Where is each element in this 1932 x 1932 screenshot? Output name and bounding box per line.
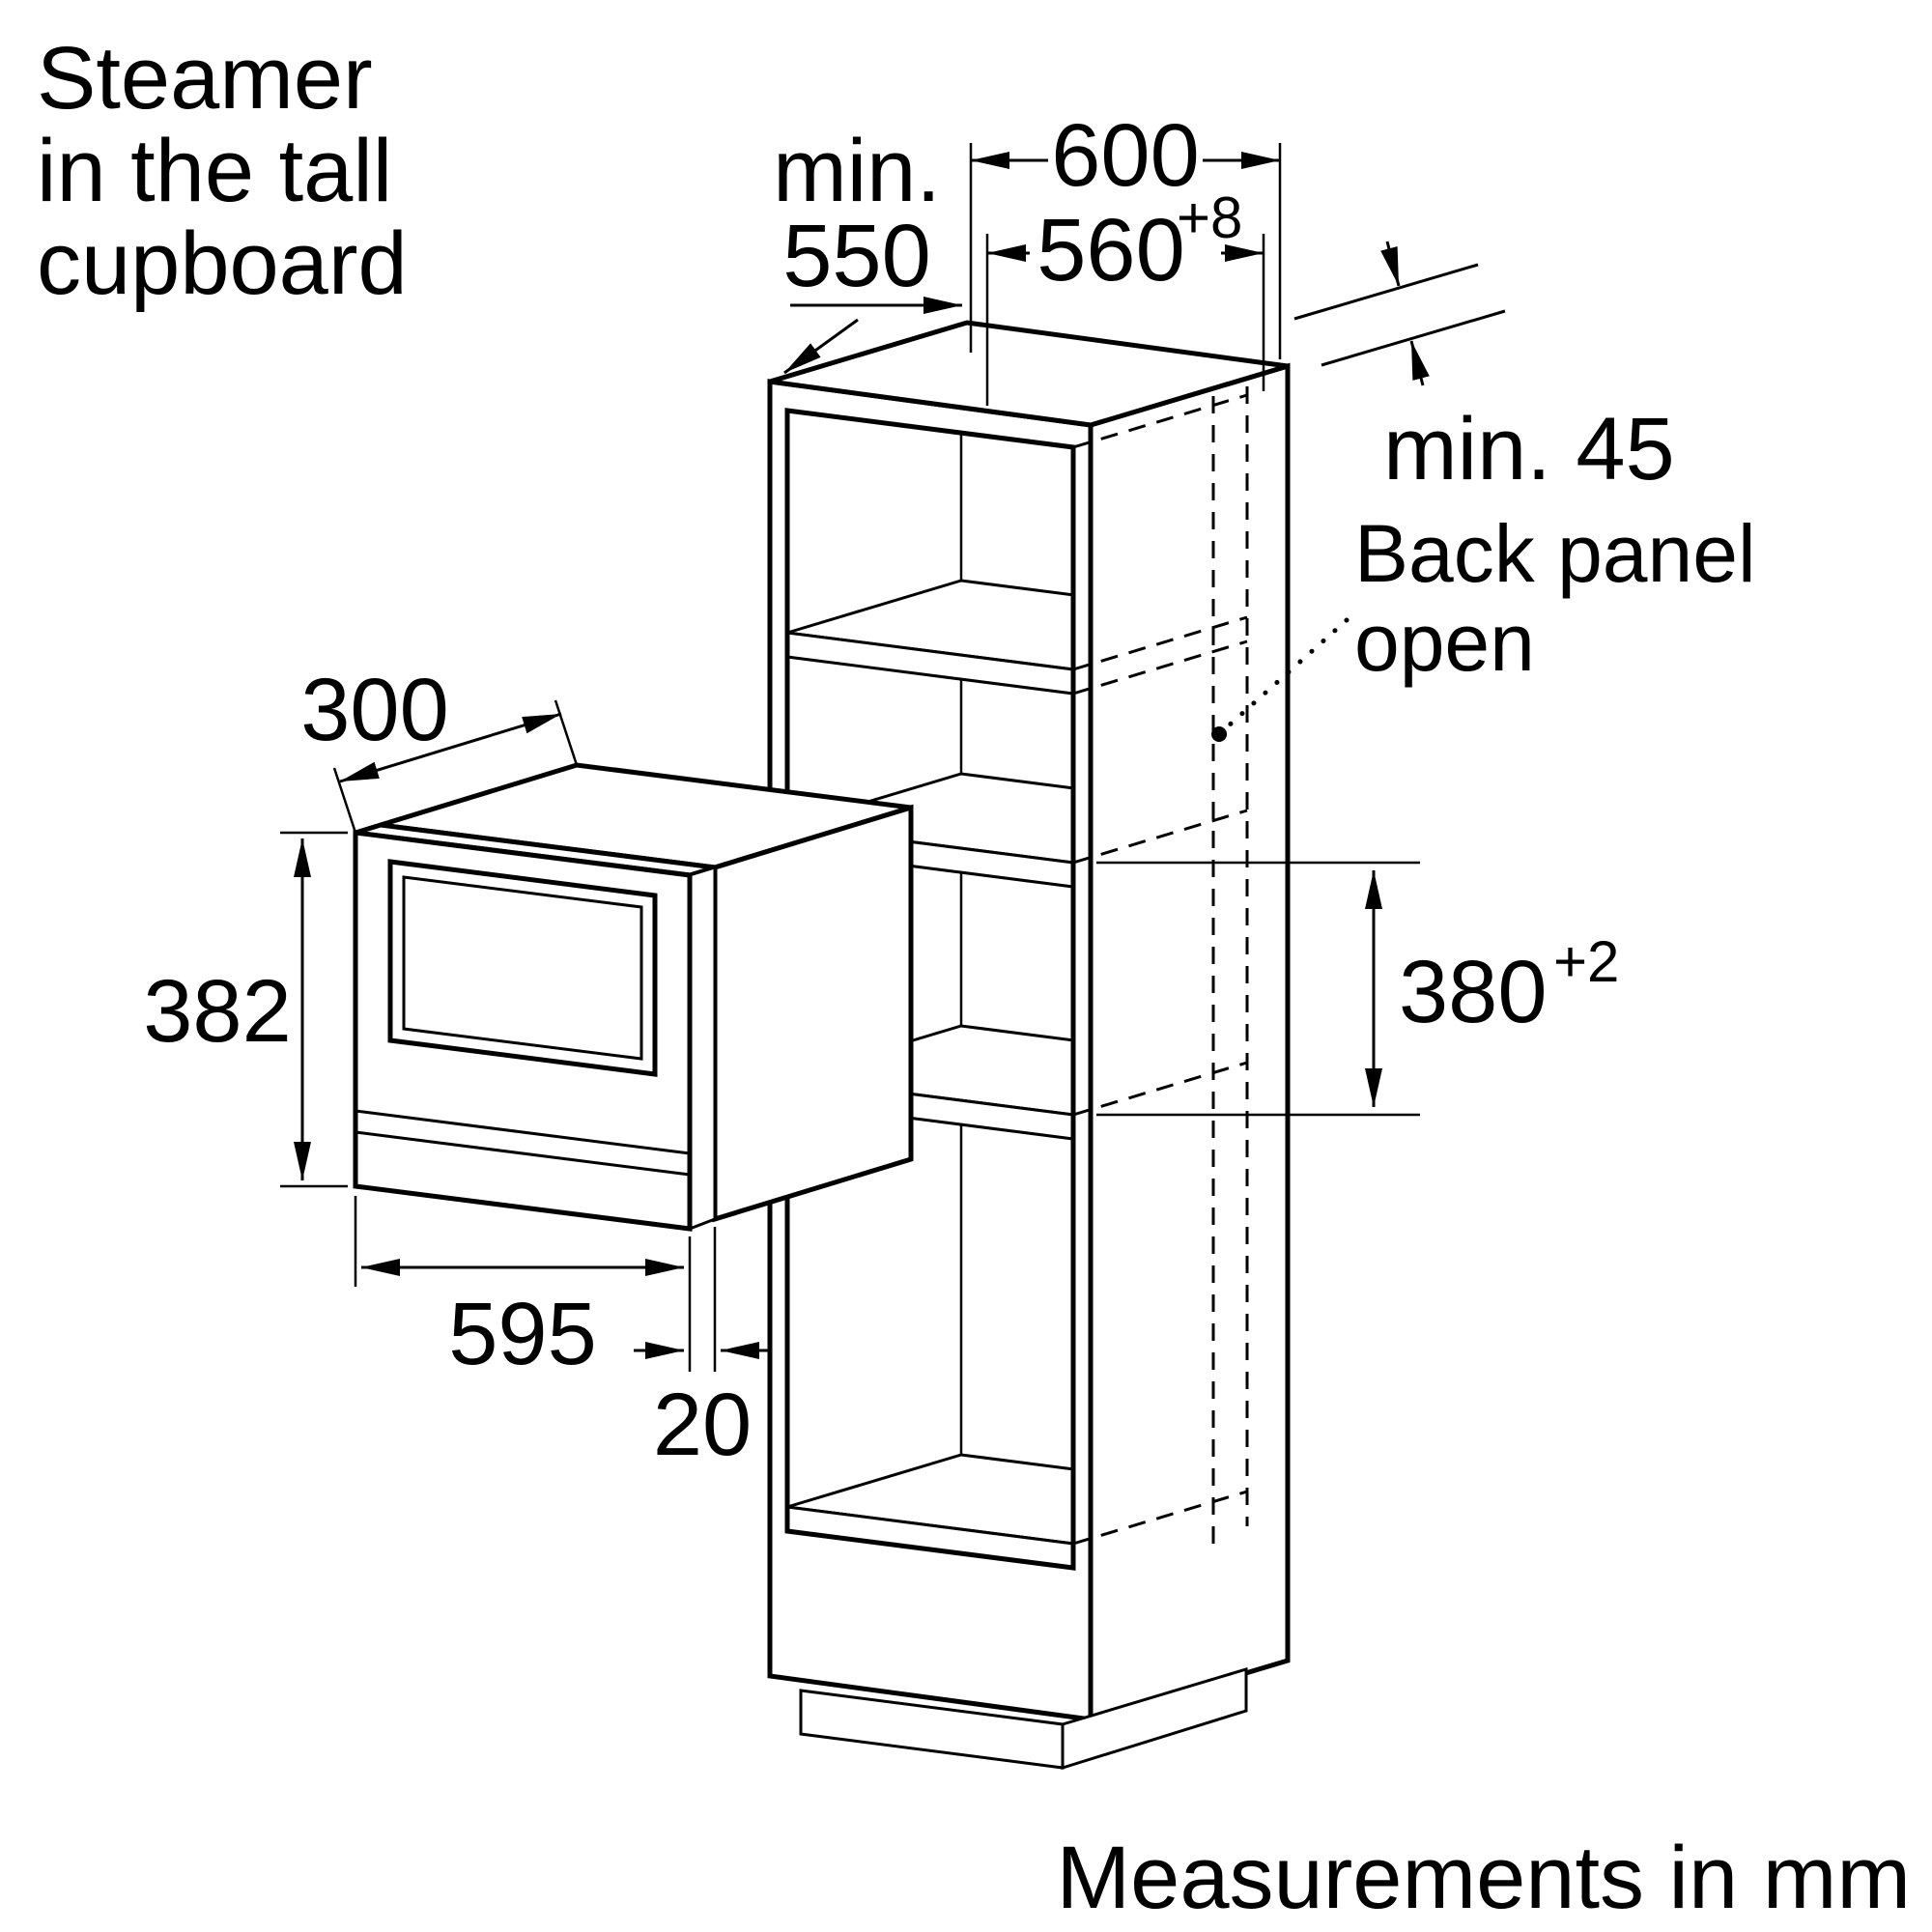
title-line-3: cupboard (37, 214, 408, 313)
dim-niche-height-label: 380 (1399, 943, 1548, 1041)
dim-top-depth-label-1: min. (773, 122, 941, 220)
dim-wall-clearance-label: min. 45 (1383, 400, 1675, 498)
dim-top-width: 600 (969, 106, 1282, 359)
dim-top-depth-label-2: 550 (782, 207, 931, 305)
cabinet-right-side (1088, 362, 1291, 1723)
appliance-body-right-face (712, 804, 914, 1223)
hidden-niche-top-edge (1072, 809, 1248, 865)
title-line-2: in the tall (37, 122, 392, 220)
dim-appliance-width-label: 595 (448, 1285, 597, 1383)
plinth-right-side (1061, 1666, 1248, 1771)
dim-extension-line (332, 767, 357, 834)
back-panel-label-1: Back panel (1354, 508, 1756, 599)
dimensions: 600 min. 550 560 +8 min. 45 Ba (143, 106, 1755, 1474)
dim-appliance-depth: 300 (300, 661, 579, 834)
back-panel-label-2: open (1354, 597, 1535, 688)
dim-niche-height-tolerance: +2 (1553, 929, 1619, 994)
hidden-shelf-upper-edge-b (1072, 639, 1248, 696)
dim-appliance-height: 382 (143, 831, 348, 1188)
appliance-door-window-inner (402, 875, 643, 1061)
dim-top-depth: min. 550 (773, 122, 962, 375)
dim-arrow (1409, 340, 1430, 386)
dim-extension-line (554, 699, 579, 766)
dim-door-proud: 20 (634, 1227, 771, 1474)
dim-arrow (339, 712, 562, 783)
steamer-appliance (353, 762, 914, 1232)
dim-top-width-label: 600 (1051, 106, 1200, 205)
units-note: Measurements in mm (1057, 1829, 1911, 1927)
title-line-1: Steamer (37, 29, 373, 128)
cabinet-top-face (769, 320, 1289, 428)
dim-niche-height: 380 +2 (1096, 861, 1619, 1117)
diagram-title: Steamer in the tall cupboard (37, 29, 408, 313)
dim-niche-width-label: 560 (1037, 201, 1185, 299)
wall-line-inner (1321, 309, 1506, 367)
dim-appliance-height-label: 382 (143, 962, 292, 1061)
wall-line-outer (1293, 263, 1479, 321)
hidden-floor-edge (1072, 1490, 1248, 1546)
dim-arrow (783, 318, 859, 375)
hidden-top-depth-edge (1072, 393, 1248, 449)
dim-niche-width: 560 +8 (985, 185, 1265, 406)
dim-arrow (1380, 241, 1401, 287)
hidden-shelf-upper-edge-a (1072, 615, 1248, 671)
dim-niche-width-tolerance: +8 (1177, 185, 1242, 250)
dim-door-proud-label: 20 (653, 1376, 752, 1474)
hidden-niche-bottom-edge (1072, 1061, 1248, 1117)
callout-leader-dot (1211, 726, 1227, 742)
dim-appliance-width: 595 (354, 1196, 684, 1383)
appliance-door-right-edge (688, 865, 717, 1232)
dim-appliance-depth-label: 300 (300, 661, 449, 759)
appliance-door-window-outer (387, 859, 658, 1077)
appliance-handle-line-b (355, 1130, 691, 1177)
back-panel-hidden-edges (1072, 386, 1249, 1546)
wall-edge-lines (1293, 263, 1506, 367)
dim-wall-clearance: min. 45 (1380, 241, 1675, 498)
back-panel-callout: Back panel open (1211, 508, 1756, 742)
appliance-handle-line-a (355, 1109, 691, 1155)
